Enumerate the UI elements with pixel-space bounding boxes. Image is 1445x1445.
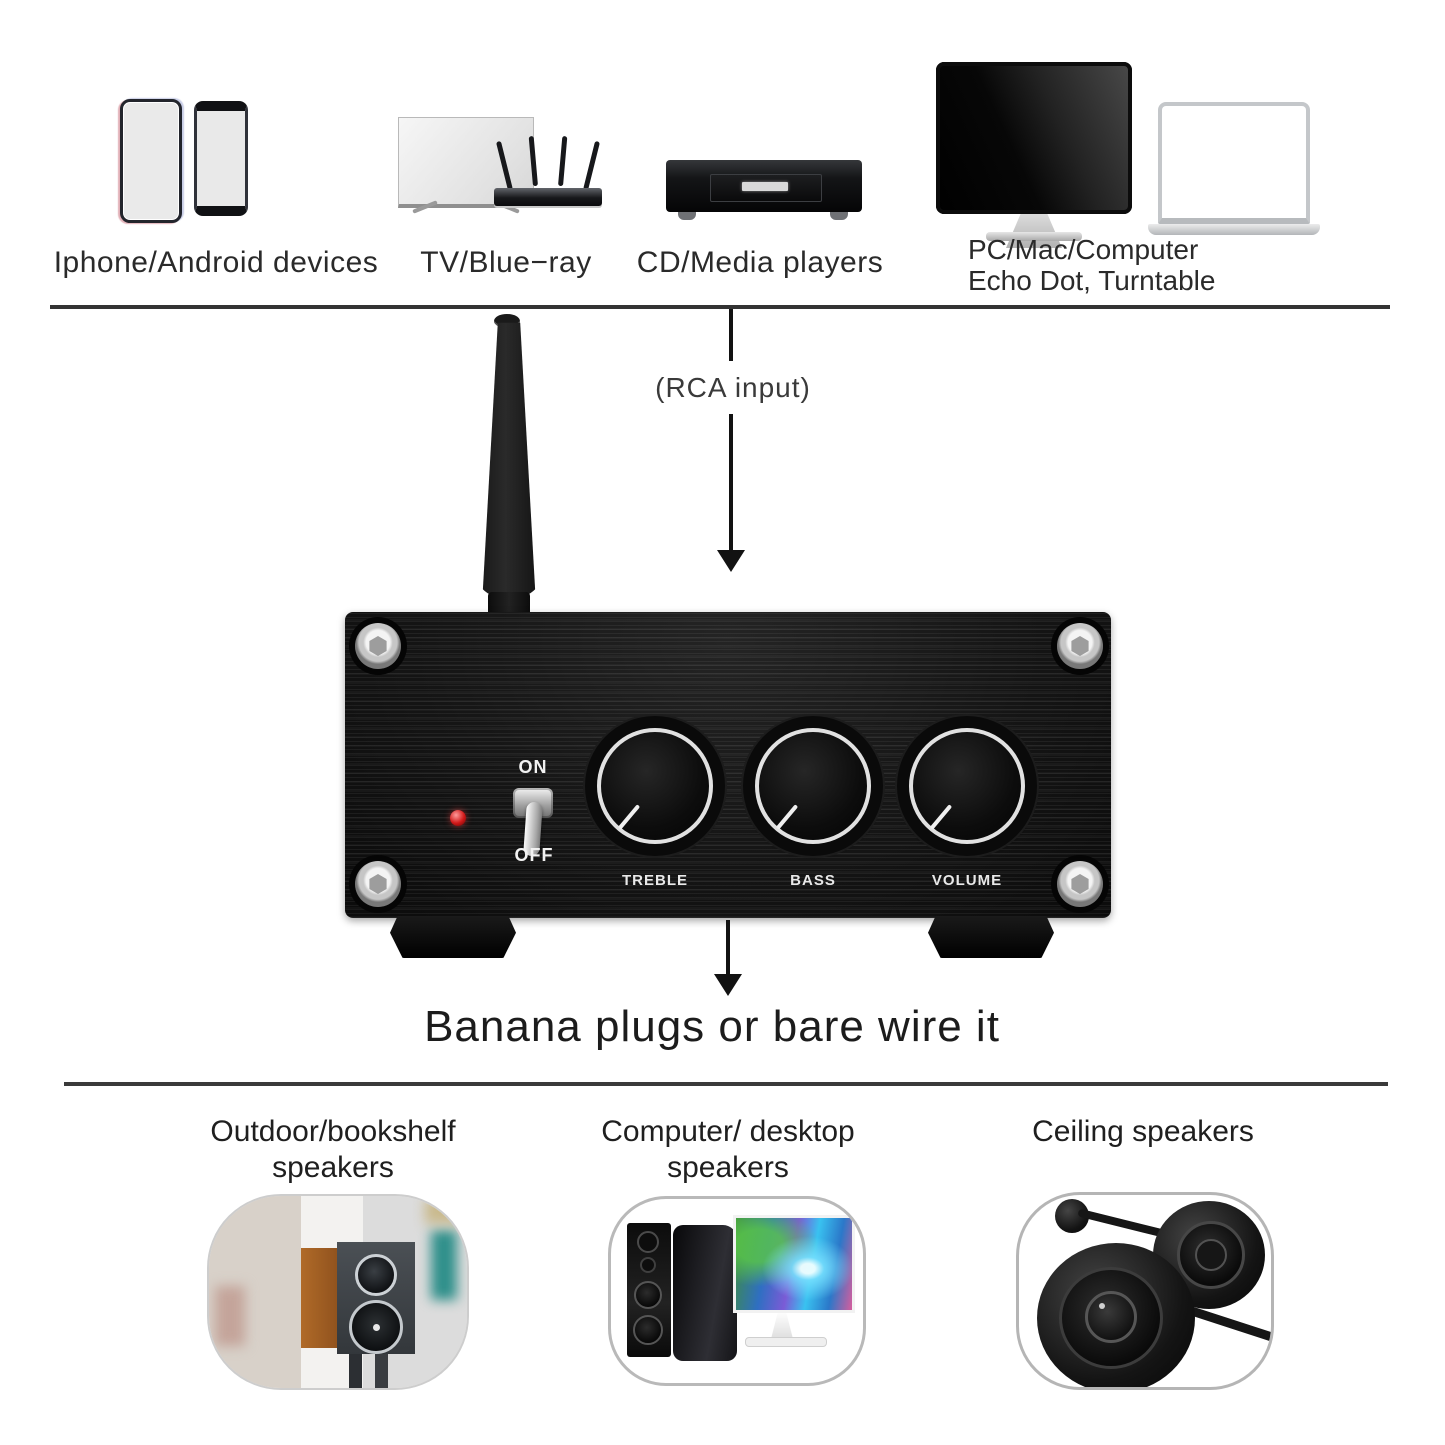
speaker-label-outdoor: Outdoor/bookshelf speakers [178, 1114, 488, 1186]
photo1-shelf-item [425, 1198, 465, 1224]
screw-hex-icon [1071, 874, 1089, 894]
speaker-label-computer: Computer/ desktop speakers [573, 1114, 883, 1186]
amp-foot-icon [390, 916, 516, 958]
volume-knob-indicator [929, 804, 953, 830]
desktop-monitor-icon [936, 62, 1132, 214]
screw-hex-icon [1071, 636, 1089, 656]
monitor-base-icon [986, 232, 1082, 241]
speaker-glint [1099, 1303, 1105, 1309]
source-label-tv: TV/Blue−ray [420, 246, 592, 279]
smartphone-icon-2 [194, 101, 248, 216]
laptop-base-icon [1148, 224, 1320, 235]
pc-tower-icon [673, 1225, 737, 1361]
bass-label: BASS [790, 872, 836, 889]
laptop-icon [1158, 102, 1310, 224]
screw-hex-icon [369, 874, 387, 894]
tower-driver-icon [633, 1315, 663, 1345]
speaker-label-ceiling-line1: Ceiling speakers [1032, 1115, 1254, 1148]
ceiling-speakers-photo [1016, 1192, 1274, 1390]
smartphone-b-icon [194, 101, 248, 216]
rca-arrow-line [729, 414, 733, 552]
bass-knob-indicator [775, 804, 799, 830]
tower-driver-icon [640, 1257, 656, 1273]
screw-hex-icon [369, 636, 387, 656]
speaker-label-computer-line1: Computer/ desktop [601, 1115, 855, 1148]
speaker-rod-icon [1077, 1208, 1165, 1238]
outdoor-bookshelf-speakers-photo [207, 1194, 469, 1390]
connector-line [729, 309, 733, 361]
router-icon [494, 188, 602, 206]
treble-label: TREBLE [622, 872, 688, 889]
router-antenna-icon [583, 140, 601, 191]
cd-player-foot-icon [830, 212, 848, 220]
output-caption: Banana plugs or bare wire it [424, 1002, 1000, 1051]
monitor-base-icon [745, 1337, 827, 1347]
source-label-pc: PC/Mac/Computer Echo Dot, Turntable [968, 234, 1268, 297]
bluetooth-antenna-icon [482, 322, 536, 598]
top-divider [50, 305, 1390, 309]
power-led-icon [450, 810, 466, 826]
power-on-label: ON [518, 757, 548, 777]
tower-driver-icon [637, 1231, 659, 1253]
photo1-shelf-item [431, 1230, 457, 1300]
screw-icon [355, 861, 401, 907]
source-label-pc-line1: PC/Mac/Computer [968, 234, 1199, 265]
computer-desktop-speakers-photo [608, 1196, 866, 1386]
monitor-screen-icon [733, 1215, 855, 1313]
rca-input-label: (RCA input) [655, 372, 811, 403]
speaker-label-ceiling: Ceiling speakers [988, 1114, 1298, 1150]
router-antenna-icon [558, 135, 568, 187]
speaker-label-outdoor-line1: Outdoor/bookshelf [210, 1115, 456, 1148]
tower-driver-icon [634, 1281, 662, 1309]
source-label-cd: CD/Media players [636, 246, 884, 279]
woofer-cap-icon [373, 1324, 380, 1331]
power-off-label: OFF [514, 845, 554, 865]
cd-player-foot-icon [678, 212, 696, 220]
treble-knob[interactable] [597, 728, 713, 844]
bottom-divider [64, 1082, 1388, 1086]
tweeter-icon [355, 1254, 397, 1296]
speaker-stand-leg [349, 1354, 362, 1388]
ceiling-speaker-small-cap [1195, 1239, 1227, 1271]
smartphone-a-icon [120, 99, 182, 223]
amp-foot-icon [928, 916, 1054, 958]
treble-knob-indicator [617, 804, 641, 830]
bass-knob[interactable] [755, 728, 871, 844]
ceiling-speaker-small-driver [1177, 1221, 1245, 1289]
photo1-wall-detail [215, 1286, 245, 1346]
screw-icon [355, 623, 401, 669]
screw-icon [1057, 861, 1103, 907]
volume-knob[interactable] [909, 728, 1025, 844]
monitor-stand-icon [771, 1313, 793, 1339]
speaker-stand-leg [375, 1354, 388, 1388]
source-label-pc-line2: Echo Dot, Turntable [968, 265, 1216, 297]
speaker-label-outdoor-line2: speakers [272, 1151, 394, 1184]
ceiling-speaker-large-cap [1085, 1291, 1137, 1343]
smartphone-icon [120, 99, 182, 223]
woofer-icon [349, 1300, 403, 1354]
cd-player-display-icon [742, 182, 788, 191]
source-label-phones: Iphone/Android devices [53, 246, 379, 279]
screw-icon [1057, 623, 1103, 669]
tv-icon [398, 117, 534, 208]
output-arrow-line [726, 920, 730, 976]
rca-arrow-head-icon [717, 550, 745, 572]
volume-label: VOLUME [931, 872, 1003, 889]
speaker-label-computer-line2: speakers [667, 1151, 789, 1184]
output-arrow-head-icon [714, 974, 742, 996]
